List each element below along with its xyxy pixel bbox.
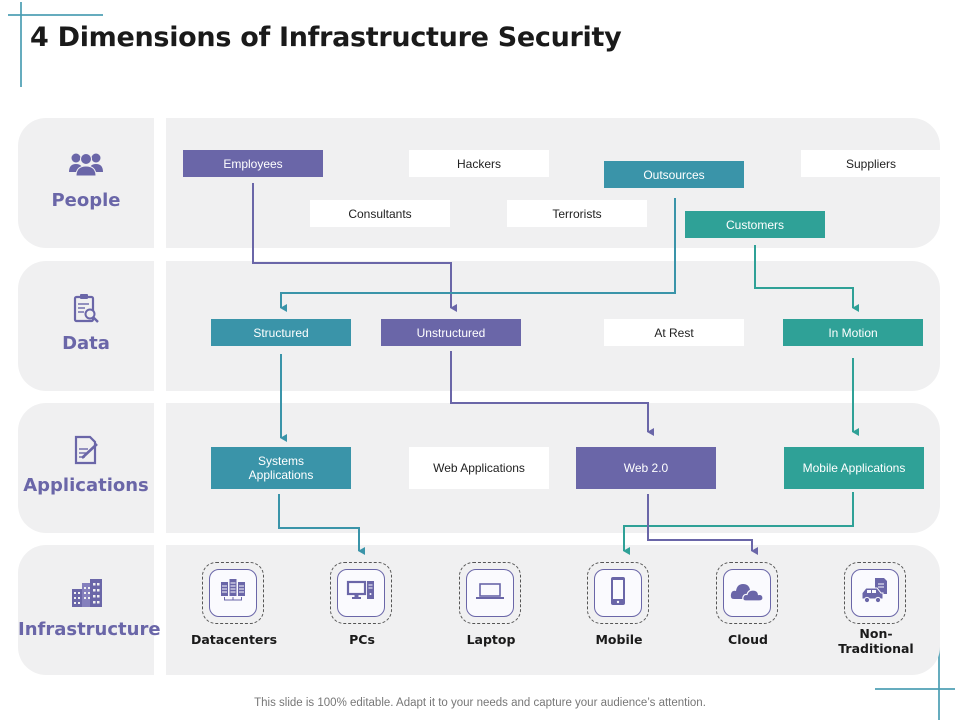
- footer-note: This slide is 100% editable. Adapt it to…: [254, 697, 706, 709]
- people-terrorists: Terrorists: [507, 200, 647, 227]
- row-label-text: Infrastructure: [18, 619, 161, 640]
- corner-decoration-h: [8, 14, 103, 16]
- infra-label: PCs: [349, 632, 375, 647]
- infra-pcs: PCs: [312, 562, 412, 672]
- infra-label-line2: Traditional: [838, 641, 914, 656]
- data-in-motion: In Motion: [783, 319, 923, 346]
- app-web20: Web 2.0: [576, 447, 716, 489]
- page-title: 4 Dimensions of Infrastructure Security: [30, 22, 622, 53]
- row-label-people: People: [18, 118, 154, 248]
- document-edit-icon: [68, 435, 104, 465]
- infra-cloud: Cloud: [698, 562, 798, 672]
- buildings-icon: [68, 577, 104, 607]
- people-group-icon: [68, 150, 104, 180]
- people-suppliers: Suppliers: [801, 150, 941, 177]
- row-label-text: Applications: [23, 475, 149, 496]
- desktop-pc-icon: [346, 579, 376, 608]
- infra-non-traditional: Non- Traditional: [826, 562, 926, 672]
- corner-decoration-v: [20, 2, 22, 87]
- row-content-infrastructure: [166, 545, 940, 675]
- infra-label: Laptop: [466, 632, 516, 647]
- people-outsources: Outsources: [604, 161, 744, 188]
- people-hackers: Hackers: [409, 150, 549, 177]
- systems-line2: Applications: [248, 468, 314, 482]
- people-customers: Customers: [685, 211, 825, 238]
- row-label-infrastructure: Infrastructure: [18, 545, 161, 675]
- systems-line1: Systems: [257, 454, 304, 468]
- people-employees: Employees: [183, 150, 323, 177]
- infra-laptop: Laptop: [441, 562, 541, 672]
- row-label-data: Data: [18, 261, 154, 391]
- infra-mobile: Mobile: [569, 562, 669, 672]
- infra-label: Cloud: [728, 632, 768, 647]
- data-unstructured: Unstructured: [381, 319, 521, 346]
- infra-label-line1: Non-: [859, 626, 893, 641]
- infra-label: Datacenters: [190, 632, 278, 647]
- infra-label: Non- Traditional: [816, 626, 936, 656]
- people-consultants: Consultants: [310, 200, 450, 227]
- laptop-icon: [475, 580, 505, 607]
- infra-label: Mobile: [595, 632, 643, 647]
- app-systems-applications: Systems Applications: [211, 447, 351, 489]
- row-label-text: Data: [62, 333, 110, 354]
- car-document-icon: [860, 577, 890, 610]
- server-rack-icon: [218, 578, 248, 609]
- cloud-icon: [730, 579, 764, 608]
- corner-decoration-v2: [938, 630, 940, 720]
- data-structured: Structured: [211, 319, 351, 346]
- corner-decoration-h2: [875, 688, 955, 690]
- infra-datacenters: Datacenters: [184, 562, 284, 672]
- data-at-rest: At Rest: [604, 319, 744, 346]
- mobile-phone-icon: [608, 576, 628, 611]
- clipboard-search-icon: [68, 293, 104, 323]
- app-web-applications: Web Applications: [409, 447, 549, 489]
- app-mobile-applications: Mobile Applications: [784, 447, 924, 489]
- row-label-text: People: [51, 190, 121, 211]
- row-label-applications: Applications: [18, 403, 154, 533]
